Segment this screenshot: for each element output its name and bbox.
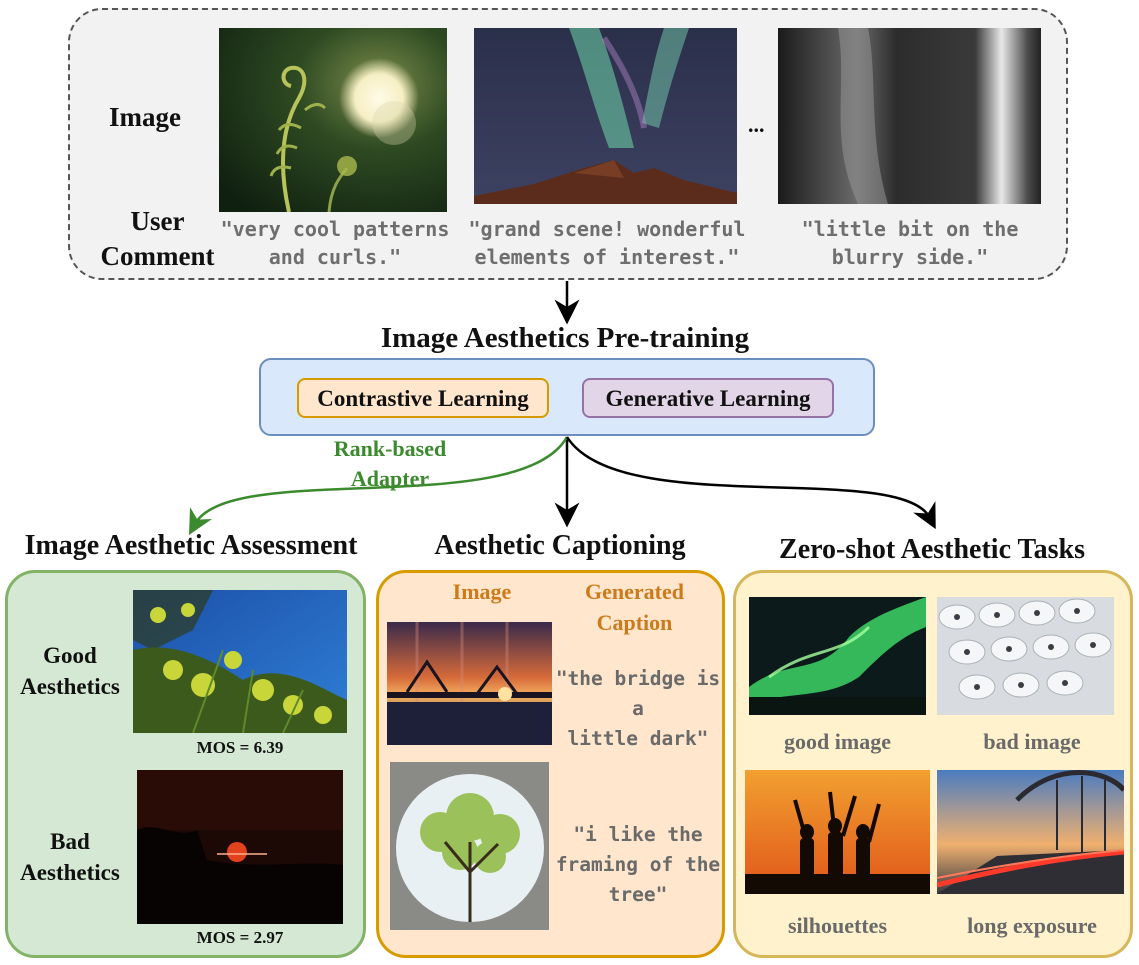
image-row-label: Image (109, 102, 181, 132)
zs-label-bad-image: bad image (983, 729, 1081, 754)
good-mos-score: MOS = 6.39 (196, 738, 284, 757)
tree-framing-photo (390, 762, 549, 930)
long-exposure-photo (937, 770, 1124, 894)
zs-label-silhouettes: silhouettes (788, 913, 887, 938)
bridge-sunset-photo (387, 622, 552, 745)
ellipsis: ... (748, 112, 765, 137)
zs-label-long-exposure: long exposure (967, 913, 1097, 938)
bad-mos-score: MOS = 2.97 (196, 928, 284, 947)
zeroshot-title: Zero-shot Aesthetic Tasks (779, 534, 1085, 565)
tape-rolls-photo (937, 597, 1114, 715)
pretraining-title: Image Aesthetics Pre-training (380, 322, 750, 354)
zs-label-good-image: good image (784, 729, 891, 754)
captioning-title: Aesthetic Captioning (434, 530, 686, 561)
iaa-title: Image Aesthetic Assessment (24, 530, 358, 561)
green-aurora-photo (749, 597, 926, 715)
arrow-to-zeroshot (565, 436, 936, 530)
bad-aesthetics-photo (137, 770, 343, 924)
arrow-to-iaa (188, 436, 569, 535)
generative-learning-box: Generative Learning (582, 378, 834, 418)
image-column-header: Image (452, 579, 512, 604)
contrastive-learning-box: Contrastive Learning (297, 378, 549, 418)
blurry-waterfall-photo (778, 28, 1041, 204)
silhouettes-photo (745, 770, 930, 894)
fern-curl-photo (219, 28, 447, 212)
good-aesthetics-photo (133, 590, 347, 733)
user-comment-row-label: User Comment (100, 206, 215, 271)
aurora-mountain-photo (474, 28, 737, 204)
